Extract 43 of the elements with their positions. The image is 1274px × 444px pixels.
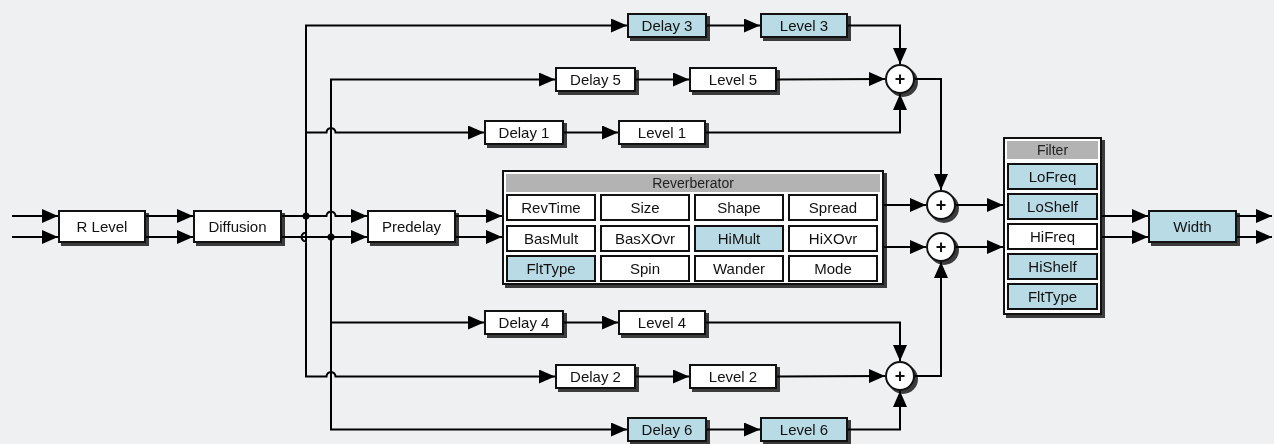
parameter-box: HiMult: [694, 225, 784, 252]
process-box: Level 1: [618, 120, 706, 145]
module-panel: [1003, 137, 1102, 315]
parameter-box: RevTime: [506, 194, 596, 221]
process-box: Level 6: [760, 417, 848, 442]
panel-header: Reverberator: [506, 174, 880, 192]
parameter-box: HiXOvr: [788, 225, 878, 252]
process-box: R Level: [58, 210, 146, 243]
process-box: Delay 4: [484, 310, 564, 335]
parameter-box: BasMult: [506, 225, 596, 252]
summing-junction: +: [885, 64, 915, 94]
process-box: Predelay: [367, 210, 456, 243]
parameter-box: FltType: [506, 255, 596, 282]
parameter-box: LoShelf: [1007, 193, 1098, 220]
module-panel: [502, 170, 884, 285]
process-box: Delay 2: [555, 364, 636, 389]
panel-header: Filter: [1007, 141, 1098, 159]
process-box: Delay 3: [627, 13, 707, 38]
process-box: Level 5: [689, 67, 777, 92]
parameter-box: BasXOvr: [600, 225, 690, 252]
arrow: [11, 209, 59, 223]
parameter-box: Spin: [600, 255, 690, 282]
arrow: [11, 230, 59, 244]
summing-junction: +: [885, 361, 915, 391]
parameter-box: Spread: [788, 194, 878, 221]
parameter-box: HiFreq: [1007, 223, 1098, 250]
process-box: Delay 6: [627, 417, 707, 442]
parameter-box: LoFreq: [1007, 163, 1098, 190]
process-box: Level 2: [689, 364, 777, 389]
parameter-box: Mode: [788, 255, 878, 282]
process-box: Level 4: [618, 310, 706, 335]
parameter-box: FltType: [1007, 283, 1098, 310]
summing-junction: +: [926, 190, 956, 220]
summing-junction: +: [926, 232, 956, 262]
parameter-box: Size: [600, 194, 690, 221]
process-box: Delay 1: [484, 120, 564, 145]
process-box: Delay 5: [555, 67, 636, 92]
parameter-box: Wander: [694, 255, 784, 282]
process-box: Level 3: [760, 13, 848, 38]
process-box: Diffusion: [193, 210, 282, 243]
parameter-box: HiShelf: [1007, 253, 1098, 280]
process-box: Width: [1148, 210, 1237, 243]
parameter-box: Shape: [694, 194, 784, 221]
